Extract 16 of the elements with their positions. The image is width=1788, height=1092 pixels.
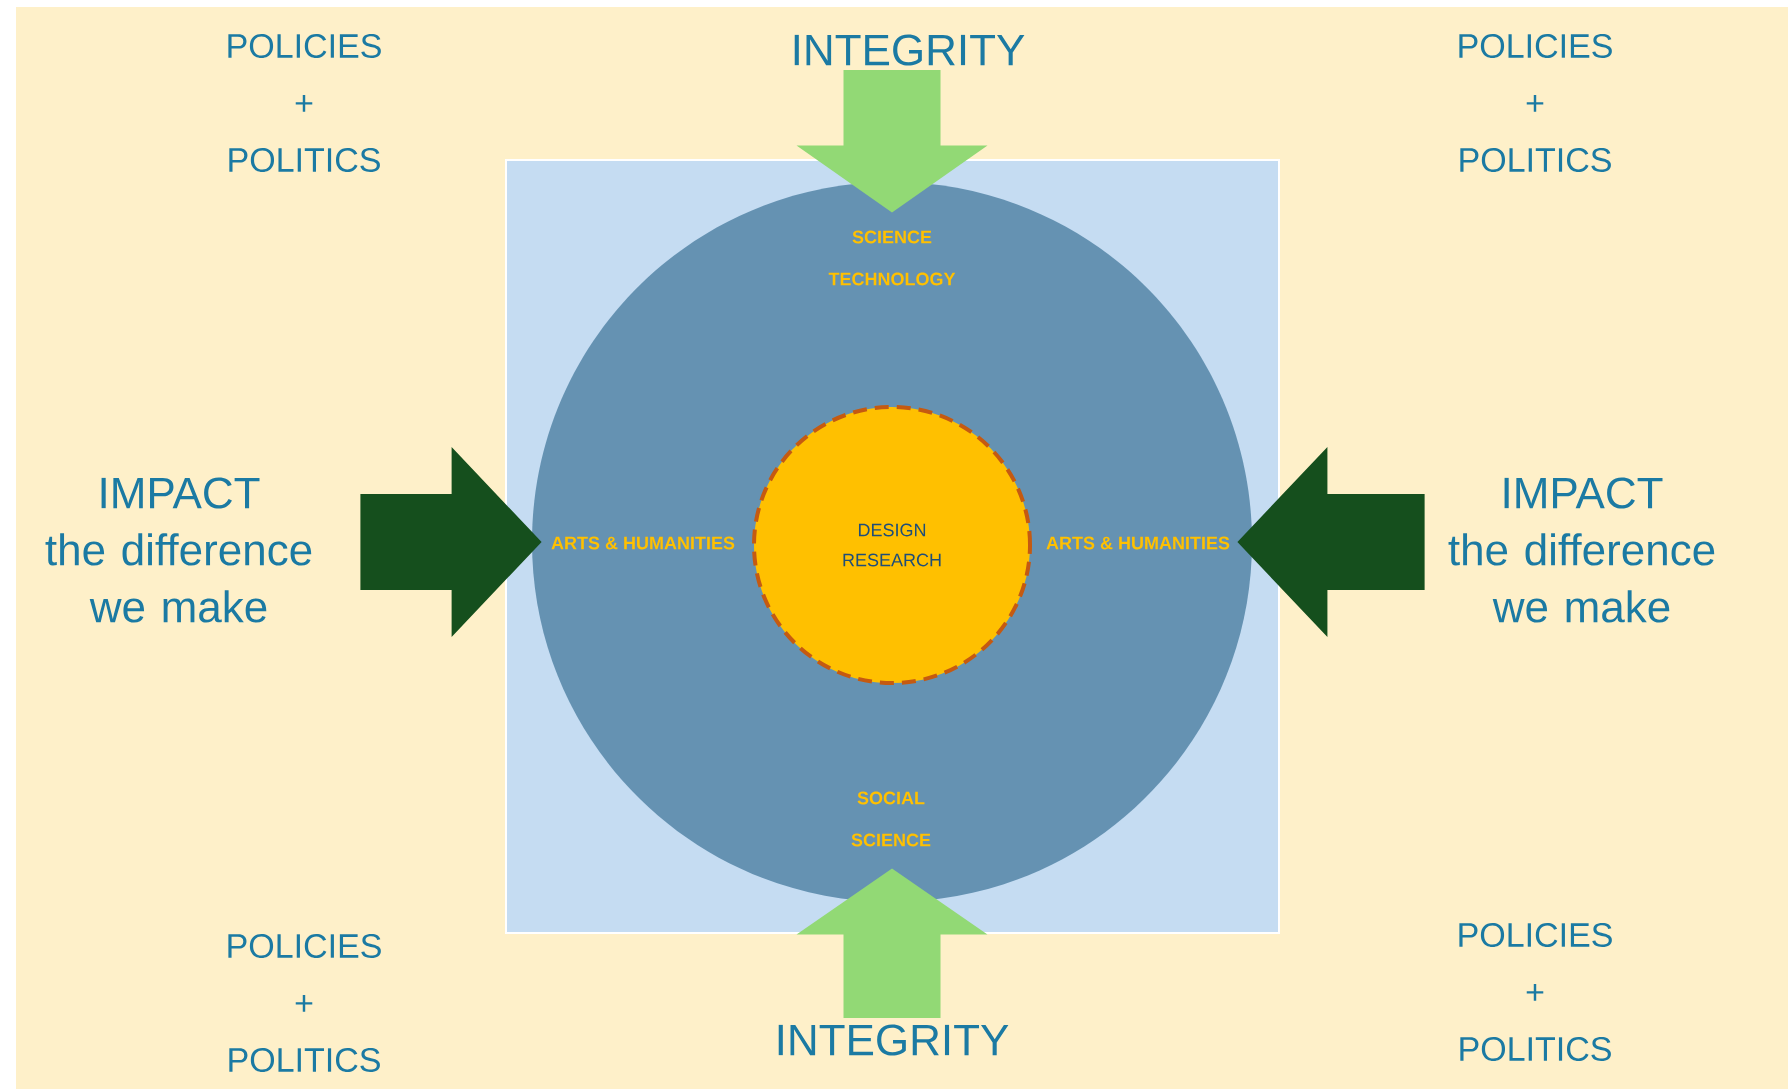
block-arrow <box>360 447 542 637</box>
policy-label: POLICIES + POLITICS <box>228 933 381 1073</box>
block-arrow <box>796 868 988 1018</box>
policy-label: POLICIES + POLITICS <box>1459 922 1612 1062</box>
impact-label: IMPACT the difference we make <box>1448 477 1715 623</box>
integrity-label: INTEGRITY <box>778 1024 1009 1056</box>
block-arrow <box>796 70 988 213</box>
discipline-label: ARTS & HUMANITIES <box>551 536 735 550</box>
policy-label: POLICIES + POLITICS <box>228 33 381 173</box>
block-arrow <box>1237 447 1425 637</box>
discipline-label: SOCIAL SCIENCE <box>851 791 931 847</box>
discipline-label: ARTS & HUMANITIES <box>1046 536 1230 550</box>
impact-label: IMPACT the difference we make <box>45 477 312 623</box>
discipline-label: SCIENCE TECHNOLOGY <box>828 230 956 286</box>
integrity-label: INTEGRITY <box>794 34 1025 66</box>
policy-label: POLICIES + POLITICS <box>1459 33 1612 173</box>
